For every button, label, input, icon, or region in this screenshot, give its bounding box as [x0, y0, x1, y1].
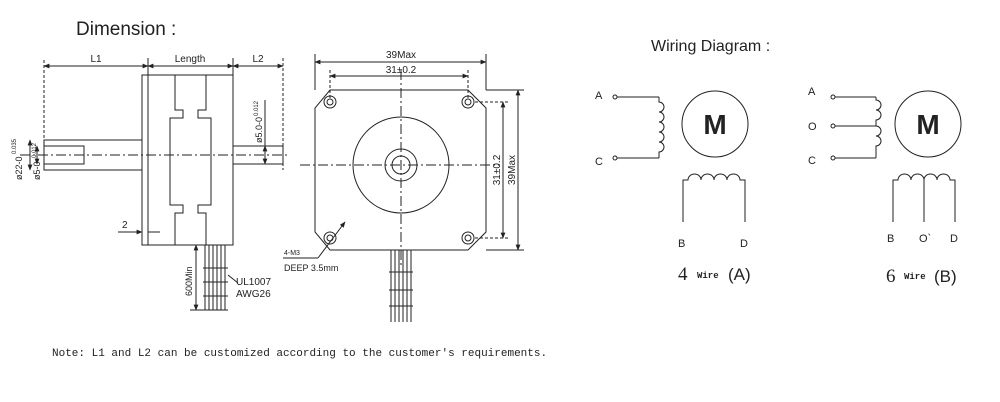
- svg-text:ø5.0-0: ø5.0-0: [254, 117, 264, 143]
- wire4-caption-num: 4: [678, 264, 688, 285]
- side-view: [20, 58, 290, 311]
- svg-text:ø22-0: ø22-0: [14, 156, 24, 180]
- wire4-label-d: D: [740, 238, 748, 250]
- wire6-label-o: O: [808, 121, 817, 133]
- dim-l1-label: L1: [90, 54, 102, 65]
- wire6-label-a: A: [808, 86, 816, 98]
- shaft-dia-5-left-dim: ø5-0 0.012: [32, 142, 42, 180]
- wire6-caption-word: Wire: [904, 272, 926, 282]
- svg-text:0.012: 0.012: [32, 142, 38, 158]
- wire6-label-o2: O`: [919, 233, 931, 245]
- svg-text:0.012: 0.012: [254, 100, 260, 116]
- front-overall-width-label: 39Max: [386, 50, 416, 61]
- shaft-dia-5-right-dim: ø5.0-0 0.012: [254, 100, 264, 143]
- wire6-caption-tag: (B): [934, 267, 957, 286]
- dimension-title: Dimension :: [76, 19, 176, 40]
- wiring-6-wire: [830, 90, 962, 222]
- wire4-label-b: B: [678, 238, 685, 250]
- wire4-caption-word: Wire: [697, 271, 719, 281]
- mount-hole-depth-label: DEEP 3.5mm: [284, 263, 338, 273]
- front-view: [283, 54, 524, 322]
- wire6-motor-symbol: M: [916, 109, 939, 140]
- customization-note: Note: L1 and L2 can be customized accord…: [52, 348, 548, 360]
- wire6-caption-num: 6: [886, 266, 896, 287]
- front-hole-spacing-h-label: 31±0.2: [386, 65, 417, 76]
- svg-text:0.035: 0.035: [12, 138, 18, 154]
- wire4-motor-symbol: M: [703, 109, 726, 140]
- svg-text:ø5-0: ø5-0: [32, 161, 42, 180]
- wire-type-label: UL1007: [236, 277, 271, 288]
- front-hole-spacing-v-label: 31±0.2: [492, 154, 503, 185]
- mount-hole-label: 4-M3: [284, 250, 300, 257]
- wire6-label-d: D: [950, 233, 958, 245]
- wire4-label-a: A: [595, 90, 603, 102]
- shaft-dia-22-dim: ø22-0 0.035: [12, 138, 24, 180]
- wire4-label-c: C: [595, 156, 603, 168]
- wire6-label-b: B: [887, 233, 894, 245]
- wire6-label-c: C: [808, 155, 816, 167]
- wiring-title: Wiring Diagram :: [651, 38, 770, 55]
- lead-length-label: 600Min: [184, 266, 194, 296]
- dim-length-label: Length: [175, 54, 206, 65]
- front-overall-height-label: 39Max: [507, 155, 518, 185]
- dim-step-label: 2: [122, 220, 128, 231]
- wire-gauge-label: AWG26: [236, 289, 271, 300]
- dim-l2-label: L2: [252, 54, 264, 65]
- wire4-caption-tag: (A): [728, 265, 751, 284]
- wiring-4-wire: [612, 90, 749, 222]
